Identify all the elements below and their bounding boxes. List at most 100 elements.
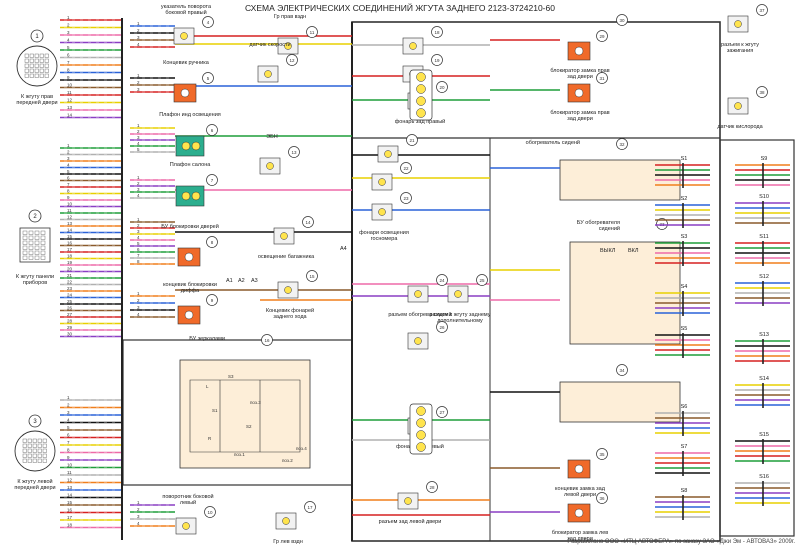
connector-pin: [32, 443, 37, 448]
wire-pin-number: 1: [67, 143, 70, 148]
actuator-icon: [574, 508, 584, 518]
connector-pin: [27, 453, 32, 458]
connector-pin: [37, 458, 42, 463]
lamp-icon: [282, 517, 290, 525]
connector-pin: [34, 235, 40, 240]
mirror-unit-term: S3: [228, 374, 234, 379]
component-number: 36: [599, 496, 605, 501]
wire-pin-number: 11: [67, 90, 72, 95]
lamp-icon: [284, 42, 292, 50]
component-number: 14: [305, 220, 311, 225]
wire-pin-number: 3: [67, 410, 70, 415]
connector-pin: [27, 458, 32, 463]
wire-pin-number: 11: [67, 208, 72, 213]
lamp-icon: [409, 42, 417, 50]
component-18: 18: [402, 26, 443, 55]
component-number-circle: [616, 364, 628, 376]
component-number: 21: [409, 138, 415, 143]
actuator-icon: [184, 252, 194, 262]
component-number: 19: [434, 58, 440, 63]
wire-pin-number: 9: [67, 455, 70, 460]
wire-pin-number: 5: [137, 241, 140, 246]
component-label: датчик кислорода: [717, 124, 763, 130]
component-number: 30: [619, 18, 625, 23]
wire-pin-number: 7: [67, 60, 70, 65]
splice-s4: S4: [655, 284, 710, 316]
splice-label: S7: [681, 444, 688, 450]
lamp-icon: [414, 290, 422, 298]
component-number-circle: [596, 30, 608, 42]
component-label: Плафон инд освещения: [159, 112, 221, 118]
wire-pin-number: 24: [67, 293, 73, 298]
lamp-icon: [734, 20, 742, 28]
component-number: 7: [211, 178, 214, 183]
splice-s12: S12: [735, 274, 790, 306]
component-number-circle: [306, 26, 318, 38]
seat-heater-off-label: ВЫКЛ: [600, 248, 616, 254]
wire-pin-number: 12: [67, 98, 73, 103]
component-22: 22: [371, 162, 412, 191]
component-number-circle: [616, 138, 628, 150]
component-26: 26: [407, 321, 448, 350]
component-30: 30: [616, 14, 628, 26]
wire-pin-number: 6: [137, 247, 140, 252]
splice-label: S5: [681, 326, 688, 332]
component-label: обогреватель сиденй: [526, 139, 580, 146]
wire-pin-number: 3: [137, 514, 140, 519]
component-number: 12: [289, 58, 295, 63]
wire-pin-number: 18: [67, 523, 73, 528]
component-label: фонарь зад правый: [395, 118, 446, 125]
connector-pin: [34, 230, 40, 235]
lamp-icon: [180, 32, 188, 40]
splice-s13: S13: [735, 332, 790, 364]
splice-label: S11: [759, 234, 768, 240]
connector-pin: [28, 235, 34, 240]
component-number-circle: [288, 146, 300, 158]
splice-label: S9: [761, 156, 768, 162]
connector-pin: [40, 255, 46, 260]
connector-pin: [22, 230, 28, 235]
wire-pin-number: 1: [137, 291, 140, 296]
mirror-unit-circuit: [189, 379, 301, 453]
label-a4: А4: [340, 246, 347, 252]
component-label: ЭБН: [266, 134, 278, 140]
component-label: Гр лев вздн: [273, 539, 302, 545]
splice-label: S1: [681, 156, 688, 162]
wire-pin-number: 1: [67, 15, 70, 20]
connector-pin: [34, 255, 40, 260]
component-number-circle: [436, 274, 448, 286]
connector-pin: [29, 68, 34, 73]
wire-pin-number: 5: [67, 425, 70, 430]
lamp-icon: [734, 102, 742, 110]
actuator-icon: [184, 310, 194, 320]
wire-pin-number: 2: [137, 129, 140, 134]
wire-pin-number: 7: [137, 253, 140, 258]
lamp-icon: [264, 70, 272, 78]
wire-pin-number: 3: [67, 30, 70, 35]
wire-pin-number: 4: [67, 163, 70, 168]
component-number: 31: [599, 76, 605, 81]
splice-s11: S11: [735, 234, 790, 266]
component-label: освещение багажника: [258, 254, 315, 260]
connector-number: 3: [33, 419, 37, 425]
wire-pin-number: 9: [67, 195, 70, 200]
wire-pin-number: 17: [67, 515, 73, 520]
connector-pin: [39, 68, 44, 73]
component-number-circle: [302, 216, 314, 228]
wire-pin-number: 17: [67, 247, 73, 252]
component-number: 22: [403, 166, 409, 171]
component-number: 34: [619, 368, 625, 373]
wire-pin-number: 14: [67, 113, 73, 118]
component-number-circle: [756, 86, 768, 98]
